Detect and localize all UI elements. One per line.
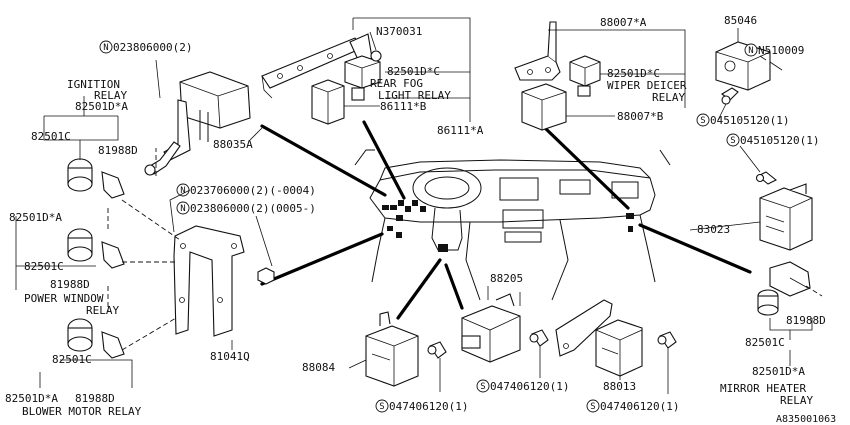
rear-fog-bracket [261, 33, 373, 99]
ignition-relay-88035a [163, 71, 251, 161]
label-86111b: 86111*B [380, 100, 427, 113]
harness-leaders [260, 120, 752, 320]
bolt-right [755, 171, 778, 185]
label-power-window-2: RELAY [86, 304, 119, 317]
socket-ignition [67, 158, 125, 199]
s-symbol-4 [476, 379, 490, 393]
relay-88013 [595, 319, 643, 377]
label-81988d-1: 81988D [98, 144, 138, 157]
label-mirror-1: MIRROR HEATER [720, 382, 806, 395]
relay-88084 [365, 311, 419, 387]
bracket-81041q [173, 225, 245, 337]
s-symbol-3-text: S [379, 402, 384, 412]
s-symbol-4-text: S [480, 382, 485, 392]
s-symbol-5 [586, 399, 600, 413]
label-81988d-4: 81988D [786, 314, 826, 327]
label-82501d-a-ign: 82501D*A [75, 100, 128, 113]
label-88205: 88205 [490, 272, 523, 285]
label-n023706000: 023706000(2)(-0004) [190, 184, 316, 197]
s-symbol-3 [375, 399, 389, 413]
label-s045105120-b: 045105120(1) [740, 134, 819, 147]
label-82501c-3: 82501C [52, 353, 92, 366]
label-82501c-1: 82501C [31, 130, 71, 143]
left-dashed-lines [107, 148, 181, 351]
label-n510009: N510009 [758, 44, 804, 57]
wiper-deicer-relay [569, 55, 601, 97]
s-symbol-2-text: S [730, 136, 735, 146]
label-88013: 88013 [603, 380, 636, 393]
label-82501d-a-mir: 82501D*A [752, 365, 805, 378]
label-rear-fog-2: LIGHT RELAY [378, 89, 451, 102]
n-symbol-4-text: N [748, 46, 753, 56]
bracket-88007a [514, 21, 561, 81]
relay-location-marks [382, 200, 634, 252]
screw-88013 [657, 331, 677, 349]
label-wiper-1: WIPER DEICER [607, 79, 687, 92]
label-n023806000-mid: 023806000(2)(0005-) [190, 202, 316, 215]
leader-lines [155, 59, 761, 369]
s-symbol-1 [696, 113, 710, 127]
label-s047406120-a: 047406120(1) [389, 400, 468, 413]
screw-88205 [529, 329, 549, 347]
relay-88205 [461, 293, 521, 363]
screw-88084 [427, 341, 447, 359]
label-88007a: 88007*A [600, 16, 647, 29]
label-82501d-c-wiper: 82501D*C [607, 67, 660, 80]
label-82501c-4: 82501C [745, 336, 785, 349]
label-power-window-1: POWER WINDOW [24, 292, 104, 305]
label-82501d-a-bl: 82501D*A [5, 392, 58, 405]
label-ignition-1: IGNITION [67, 78, 120, 91]
n-symbol-3-text: N [180, 204, 185, 214]
label-81988d-2: 81988D [50, 278, 90, 291]
rear-fog-relay [344, 55, 381, 101]
mirror-heater-relay [757, 261, 811, 316]
relay-83023 [759, 183, 813, 251]
s-symbol-5-text: S [590, 402, 595, 412]
n-symbol-4 [744, 43, 758, 57]
n-symbol-3 [176, 201, 190, 215]
label-86111a: 86111*A [437, 124, 484, 137]
relay-88007b [521, 83, 567, 131]
bracket-88013 [555, 299, 613, 357]
s-symbol-1-text: S [700, 116, 705, 126]
label-88007b: 88007*B [617, 110, 664, 123]
label-ignition-2: RELAY [94, 89, 127, 102]
n-symbol-1 [99, 40, 113, 54]
label-81988d-3: 81988D [75, 392, 115, 405]
label-88084: 88084 [302, 361, 335, 374]
module-85046 [715, 41, 783, 105]
n-symbol-2-text: N [180, 186, 185, 196]
label-82501d-a-pw: 82501D*A [9, 211, 62, 224]
s-symbol-2 [726, 133, 740, 147]
label-blower: BLOWER MOTOR RELAY [22, 405, 142, 418]
relay-86111b [311, 79, 345, 125]
diagram-code: A835001063 [776, 414, 836, 425]
socket-power-window [67, 228, 125, 269]
label-n023806000-top: 023806000(2) [113, 41, 192, 54]
label-rear-fog-1: REAR FOG [370, 77, 423, 90]
bolt-top-left [144, 141, 181, 176]
socket-blower [67, 318, 125, 359]
label-83023: 83023 [697, 223, 730, 236]
label-n370031: N370031 [376, 25, 422, 38]
label-s047406120-b: 047406120(1) [490, 380, 569, 393]
label-85046: 85046 [724, 14, 757, 27]
label-wiper-2: RELAY [652, 91, 685, 104]
label-81041q: 81041Q [210, 350, 250, 363]
label-82501d-c-fog: 82501D*C [387, 65, 440, 78]
label-88035a: 88035A [213, 138, 253, 151]
n-symbol-2 [176, 183, 190, 197]
label-mirror-2: RELAY [780, 394, 813, 407]
label-82501c-2: 82501C [24, 260, 64, 273]
n-symbol-1-text: N [103, 43, 108, 53]
label-s047406120-c: 047406120(1) [600, 400, 679, 413]
label-s045105120-a: 045105120(1) [710, 114, 789, 127]
nut-mid-left [257, 267, 275, 285]
nut-n370031 [370, 50, 382, 62]
